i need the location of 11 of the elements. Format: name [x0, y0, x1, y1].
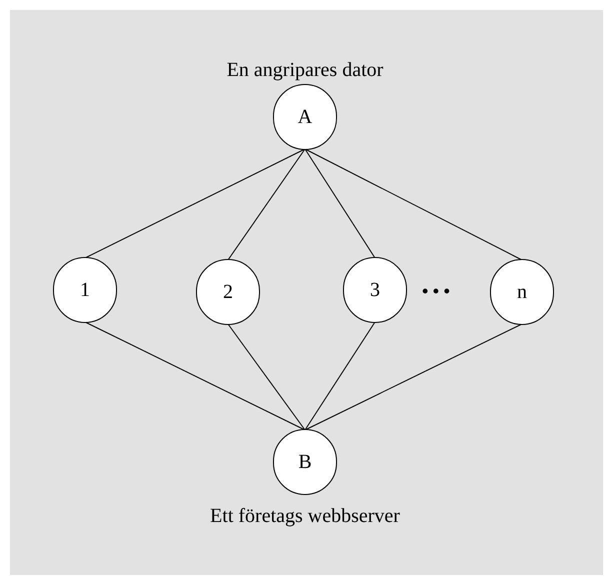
connector-line — [304, 322, 376, 430]
ellipsis-dots: • • • — [422, 280, 450, 303]
connector-line — [228, 324, 306, 430]
node-caption: En angripares dator — [226, 60, 384, 80]
connector-line — [84, 322, 306, 430]
connector-line — [228, 148, 306, 260]
connector-line — [84, 148, 306, 258]
node-caption: Ett företags webbserver — [210, 506, 400, 526]
connector-line — [304, 324, 522, 430]
connector-line — [304, 148, 376, 258]
connector-line — [304, 148, 522, 260]
